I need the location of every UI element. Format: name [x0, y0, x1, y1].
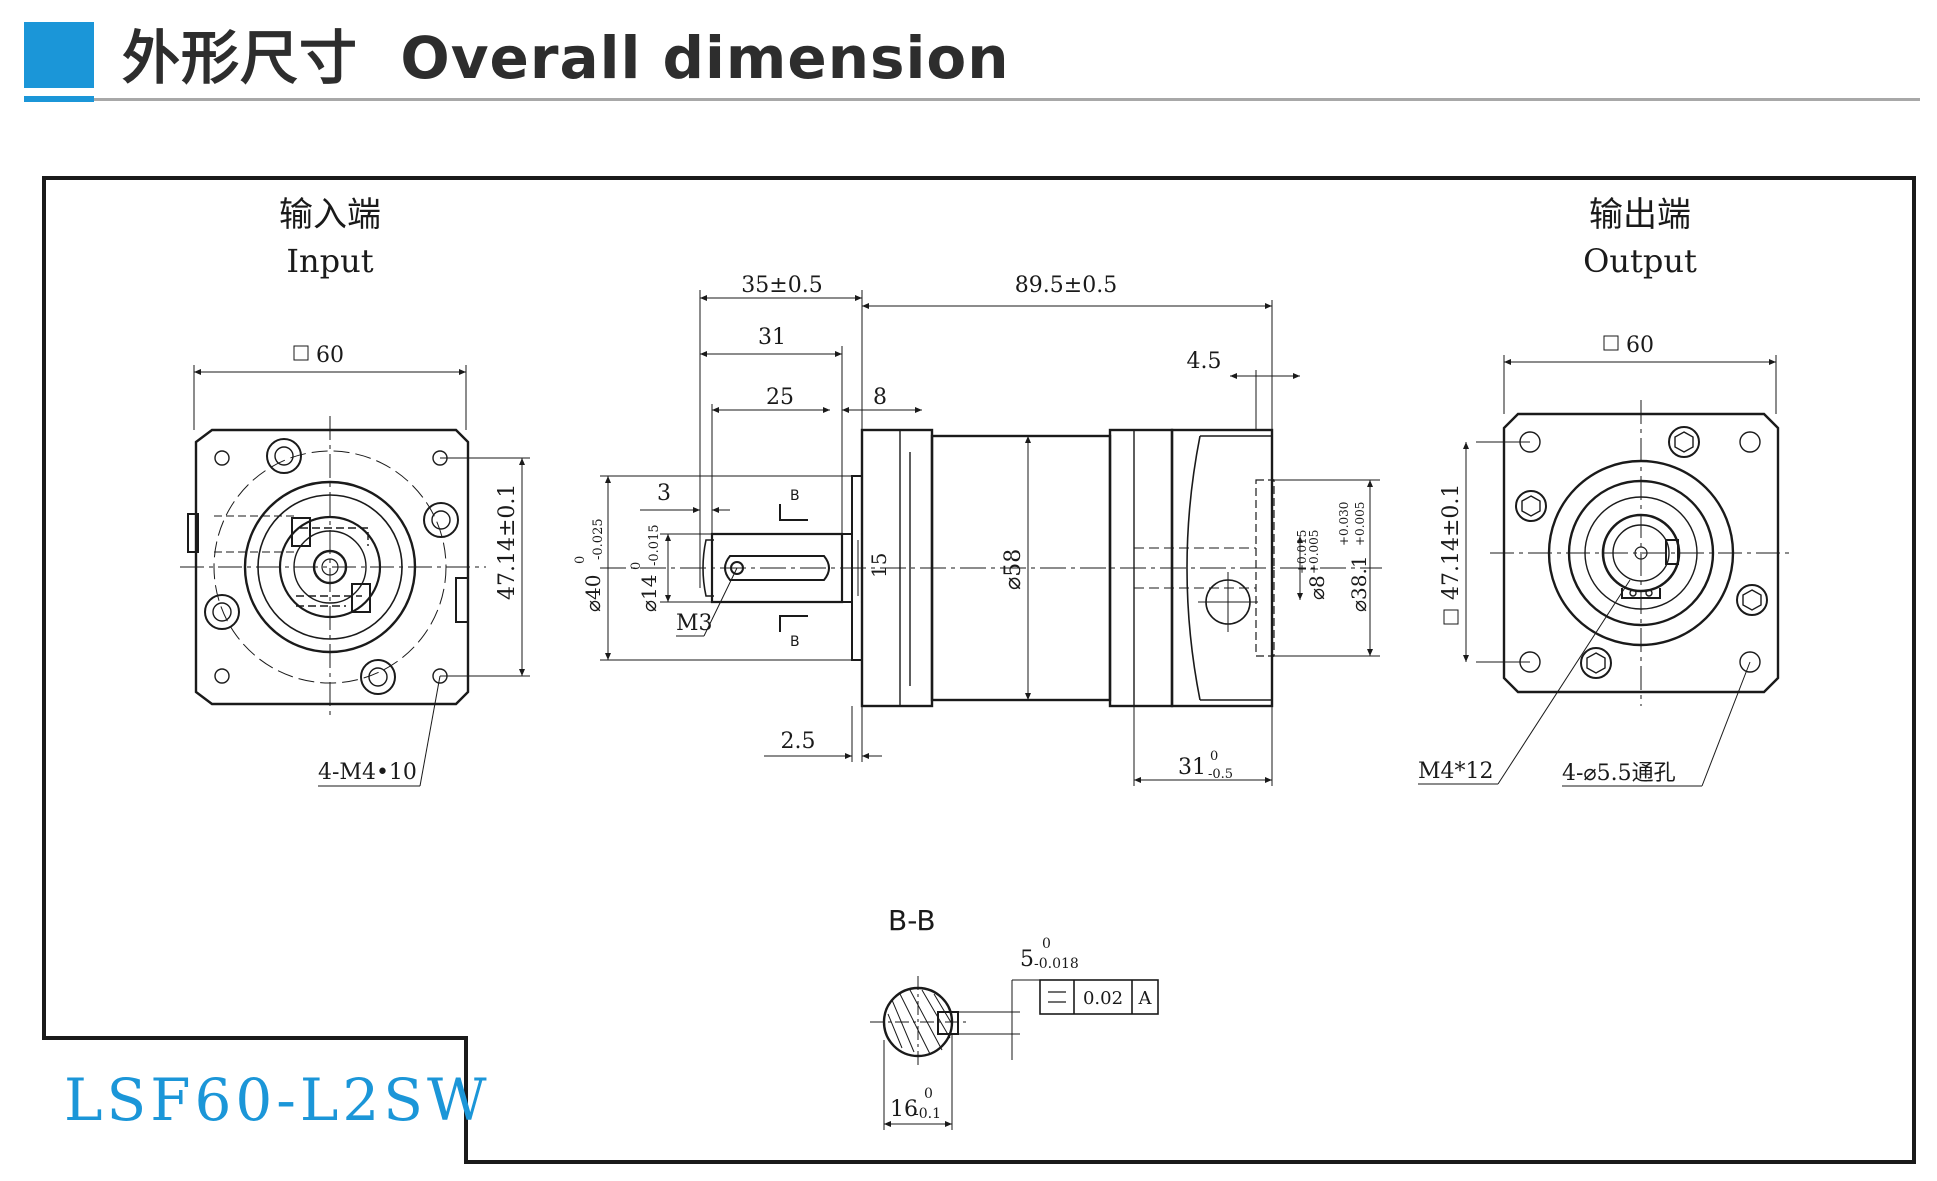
- dim-shaft-total: 35±0.5: [741, 273, 822, 298]
- output-title-cn: 输出端: [1589, 195, 1691, 235]
- section-height-tol: -0.1: [914, 1106, 941, 1122]
- output-end-view: 输出端 Output 60: [1418, 195, 1790, 787]
- dim-bore38-tol-up: +0.030: [1337, 502, 1351, 546]
- dim-31b: 31: [1178, 755, 1206, 780]
- dim-pilot-tol: -0.025: [591, 518, 606, 560]
- section-title: B-B: [888, 904, 936, 937]
- input-square-dim: 60: [316, 343, 344, 368]
- datum-label: A: [1138, 988, 1153, 1009]
- dim-bore8-tol-low: +0.005: [1307, 530, 1321, 574]
- dim-pilot: ⌀40: [581, 575, 605, 613]
- dim-bore38-tol-low: +0.005: [1353, 502, 1367, 546]
- input-title-cn: 输入端: [279, 195, 381, 235]
- output-pcd-dim: 47.14±0.1: [1439, 484, 1464, 600]
- section-mark-bottom: B: [790, 634, 800, 650]
- dim-25: 25: [766, 385, 794, 410]
- input-end-view: 输入端 Input 60: [180, 195, 530, 787]
- header-underline: [94, 98, 1920, 101]
- output-square-dim: 60: [1626, 333, 1654, 358]
- dim-4-5: 4.5: [1187, 349, 1222, 374]
- section-b-b: B-B 5 -0.018 0 0.02 A 16 -0.1: [870, 904, 1159, 1130]
- header-accent-square: [24, 22, 94, 88]
- dim-8: 8: [873, 385, 887, 410]
- output-screw-label: M4*12: [1418, 759, 1494, 784]
- input-title-en: Input: [286, 242, 373, 280]
- page-title: 外形尺寸 Overall dimension: [122, 24, 1010, 92]
- dim-pilot-tol0: 0: [573, 556, 588, 564]
- drawing-frame: [42, 176, 1916, 1164]
- dim-31b-tol: -0.5: [1208, 767, 1233, 782]
- dim-31: 31: [758, 325, 786, 350]
- side-view: 35±0.5 89.5±0.5 31 25 8 4.5: [573, 273, 1382, 786]
- section-mark-top: B: [790, 488, 800, 504]
- section-height: 16: [890, 1097, 918, 1122]
- flatness-value: 0.02: [1083, 988, 1123, 1009]
- dim-3: 3: [657, 481, 671, 506]
- section-height-tol0: 0: [924, 1086, 933, 1102]
- input-pcd-dim: 47.14±0.1: [495, 484, 520, 600]
- key-tol: -0.018: [1034, 956, 1079, 972]
- dim-shaft-tol: -0.015: [647, 524, 662, 566]
- header-underline-accent: [24, 96, 94, 102]
- dim-bore38: ⌀38.1: [1347, 555, 1371, 612]
- dim-15: 15: [867, 553, 891, 578]
- model-number: LSF60-L2SW: [64, 1066, 491, 1134]
- key-width: 5: [1020, 947, 1034, 972]
- dim-58: ⌀58: [1001, 549, 1026, 590]
- dim-bore8-tol-up: +0.015: [1295, 530, 1309, 574]
- dim-bore8: ⌀8: [1305, 575, 1329, 600]
- dim-2-5: 2.5: [781, 729, 816, 754]
- thread-label: M3: [676, 611, 713, 636]
- key-tol0: 0: [1042, 936, 1051, 952]
- output-holes-label: 4-⌀5.5通孔: [1562, 761, 1676, 786]
- dim-31b-tol0: 0: [1210, 749, 1218, 764]
- input-holes-label: 4-M4•10: [318, 760, 417, 785]
- model-label-box: [42, 1036, 468, 1164]
- dim-shaft-tol0: 0: [629, 562, 644, 570]
- output-title-en: Output: [1583, 242, 1697, 280]
- dim-body-length: 89.5±0.5: [1015, 273, 1117, 298]
- dim-shaft: ⌀14: [637, 575, 661, 613]
